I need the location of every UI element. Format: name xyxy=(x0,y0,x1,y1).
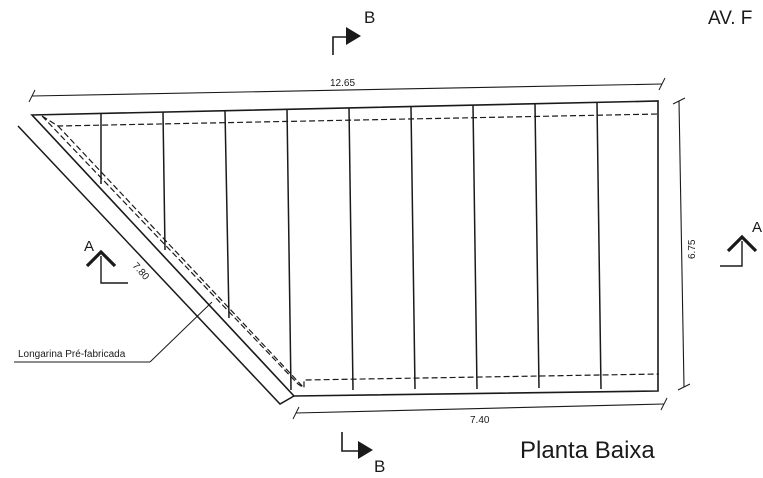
section-marker-b-top: B xyxy=(332,8,375,55)
street-label: AV. F xyxy=(708,8,752,29)
joist-line xyxy=(348,107,354,391)
longarina-label: Longarina Pré-fabricada xyxy=(18,349,126,360)
dimension-top-label: 12.65 xyxy=(330,78,355,89)
longarina-annotation: Longarina Pré-fabricada xyxy=(14,301,213,363)
joist-line xyxy=(596,102,602,390)
dimension-right: 6.75 xyxy=(672,97,698,391)
section-marker-a-right: A xyxy=(720,219,762,267)
section-marker-b-bottom: B xyxy=(341,432,385,476)
section-label-b-top: B xyxy=(364,8,375,27)
diagonal-beam-edge xyxy=(17,125,295,405)
section-marker-a-left: A xyxy=(84,238,128,284)
dimension-right-label: 6.75 xyxy=(687,239,698,259)
section-label-a-right: A xyxy=(752,219,762,236)
joist-line xyxy=(286,108,292,391)
joist-line xyxy=(472,104,478,390)
section-label-a-left: A xyxy=(84,238,94,255)
dimension-bottom-label: 7.40 xyxy=(470,415,490,426)
joist-line xyxy=(534,103,540,389)
section-label-b-bottom: B xyxy=(374,457,385,476)
slab-outline xyxy=(30,100,659,397)
joist-line xyxy=(162,111,166,251)
dashed-beam-outline xyxy=(41,113,660,390)
dimension-bottom: 7.40 xyxy=(292,397,668,426)
drawing-title: Planta Baixa xyxy=(520,437,655,464)
joist-line xyxy=(410,106,416,390)
joist-lines xyxy=(100,102,602,391)
dimension-top: 12.65 xyxy=(28,77,666,103)
joist-line xyxy=(224,110,230,319)
